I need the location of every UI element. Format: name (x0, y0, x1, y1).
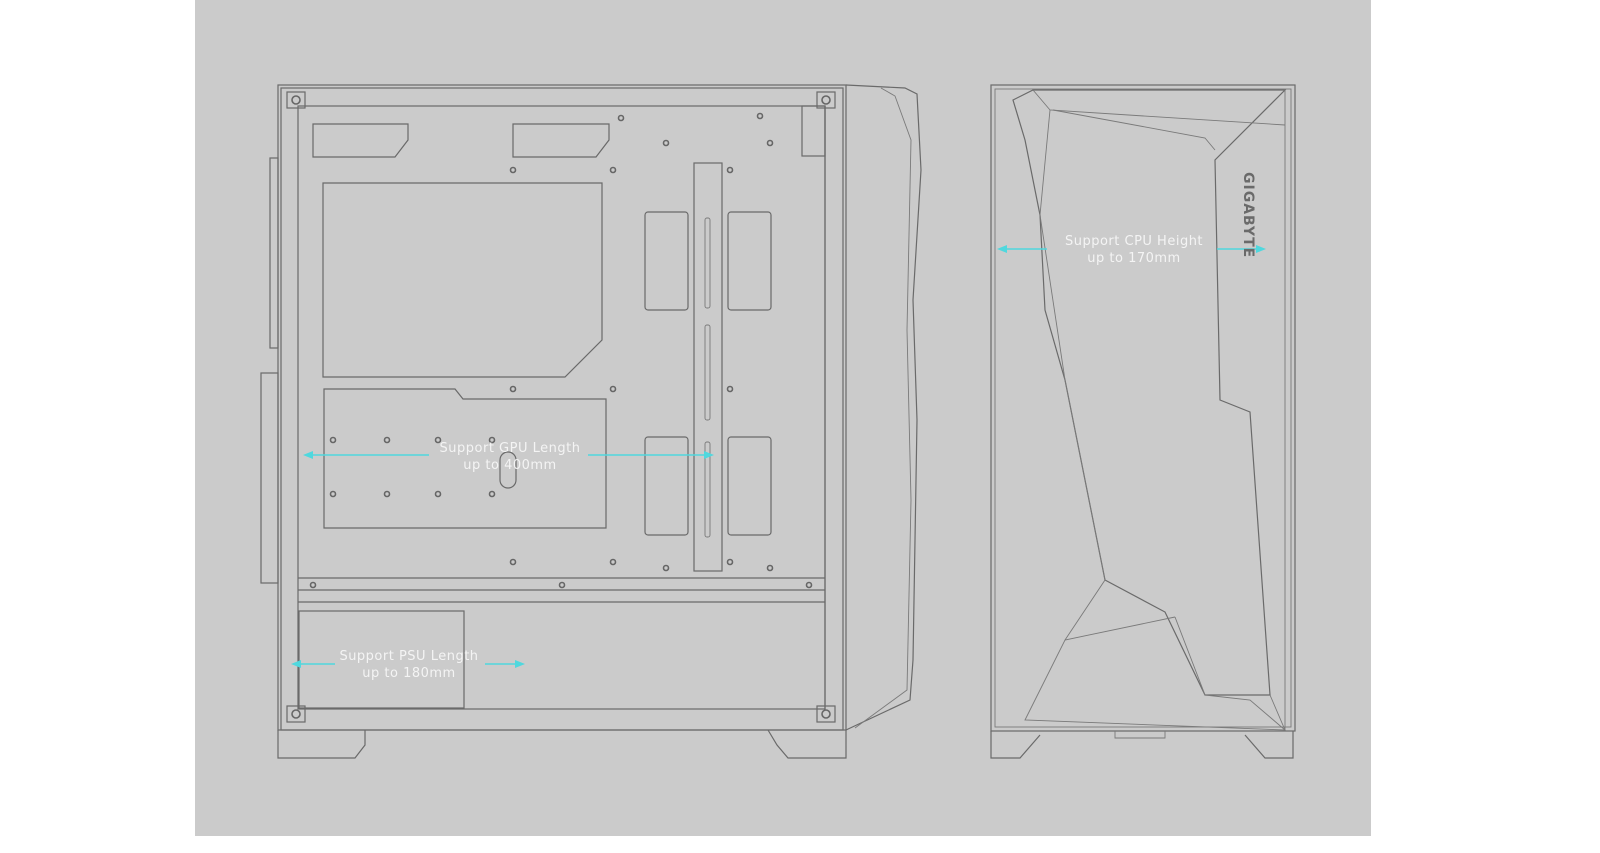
dimension-arrows (291, 245, 1266, 668)
cpu-height-label: Support CPU Height up to 170mm (1064, 234, 1204, 266)
front-view (990, 84, 1296, 759)
mount-holes (309, 112, 813, 589)
gigabyte-logo: GIGABYTE (1240, 172, 1256, 259)
case-drawing (260, 84, 1296, 759)
side-view (260, 84, 922, 759)
gpu-length-label: Support GPU Length up to 400mm (439, 441, 581, 473)
corner-screws (286, 91, 836, 723)
psu-length-label: Support PSU Length up to 180mm (339, 649, 479, 681)
diagram-canvas: GIGABYTE Support GPU Length up to 400mm … (195, 0, 1371, 836)
